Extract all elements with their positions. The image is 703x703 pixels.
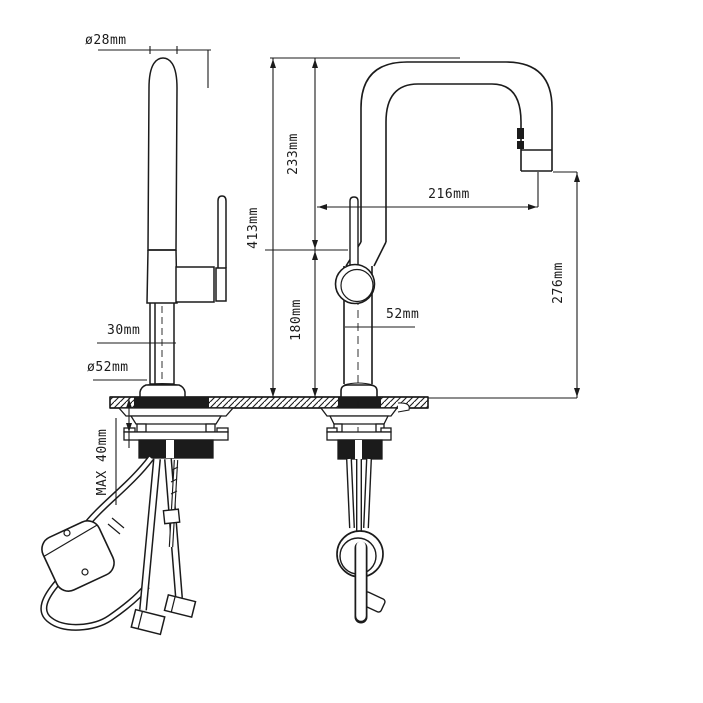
hose-fitting [130, 608, 166, 636]
supply-hoses [130, 458, 197, 636]
label-handle-clearance: 30mm [107, 323, 140, 338]
label-spout-section-height: 233mm [286, 133, 301, 175]
label-overall-height: 413mm [246, 207, 261, 249]
spray-head-clip [517, 128, 524, 139]
label-max-counter-thickness: MAX 40mm [95, 429, 110, 496]
hose-weight [41, 520, 115, 592]
front-view-faucet [334, 61, 553, 462]
left-mounting-hardware [117, 407, 235, 459]
base-flange [139, 384, 186, 398]
spray-head [520, 149, 553, 172]
mount-hook [397, 402, 410, 413]
right-mounting-hardware [319, 402, 410, 460]
spout-arch-outer [360, 61, 553, 242]
right-hoses-and-weight [336, 458, 386, 624]
dim-outlet-height-line [553, 171, 578, 398]
handle-lever [217, 195, 227, 268]
handle-lever-front [349, 196, 359, 266]
label-outlet-height: 276mm [551, 262, 566, 304]
label-body-section-height: 180mm [289, 299, 304, 341]
spout-arch-inner [385, 83, 522, 242]
base-front [340, 384, 378, 398]
side-view-faucet [139, 57, 227, 398]
dimension-arrowheads [126, 59, 580, 432]
left-faucet-seal [134, 397, 209, 408]
dim-spout-dia-line [98, 46, 211, 88]
dimension-labels: ø28mm 413mm 233mm 180mm 216mm 276mm 52mm… [85, 33, 566, 495]
right-faucet-seal [338, 397, 381, 408]
threaded-rod [162, 459, 181, 548]
label-base-diameter: ø52mm [87, 360, 129, 375]
hose-break-mark [107, 517, 125, 535]
label-spout-tip-diameter: ø28mm [85, 33, 127, 48]
dimension-lines [93, 46, 580, 505]
countertop [109, 396, 577, 409]
dim-spout-reach-line [317, 172, 539, 208]
label-body-width: 52mm [386, 307, 419, 322]
label-spout-reach: 216mm [428, 187, 470, 202]
handle-housing [175, 266, 215, 303]
hose-fitting [163, 593, 197, 619]
